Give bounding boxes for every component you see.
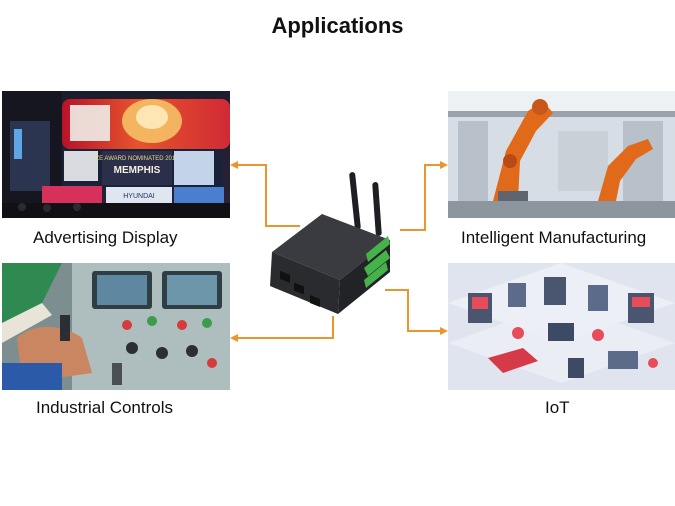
industrial-controls-label: Industrial Controls	[36, 398, 174, 417]
arrow-to-iot	[385, 289, 448, 335]
intelligent-manufacturing-image	[448, 91, 675, 218]
iot-image	[448, 263, 675, 390]
intelligent-manufacturing-label: Intelligent Manufacturing	[461, 228, 647, 247]
sign-hyundai-text: HYUNDAI	[123, 193, 155, 200]
terminal-block	[364, 236, 390, 288]
sign-award-text: ZE AWARD NOMINATED 2019	[95, 156, 179, 162]
router-device	[270, 172, 390, 314]
page-title: Applications	[271, 13, 404, 38]
arrow-to-manufacturing	[400, 161, 448, 231]
arrow-to-industrial	[230, 316, 334, 342]
advertising-display-image: ZE AWARD NOMINATED 2019 MEMPHIS HYUNDAI	[2, 91, 230, 218]
arrow-to-advertising	[230, 161, 300, 227]
iot-label: IoT	[545, 398, 570, 417]
advertising-display-label: Advertising Display	[33, 228, 178, 247]
industrial-controls-image	[2, 263, 230, 390]
sign-memphis-text: MEMPHIS	[114, 165, 161, 176]
